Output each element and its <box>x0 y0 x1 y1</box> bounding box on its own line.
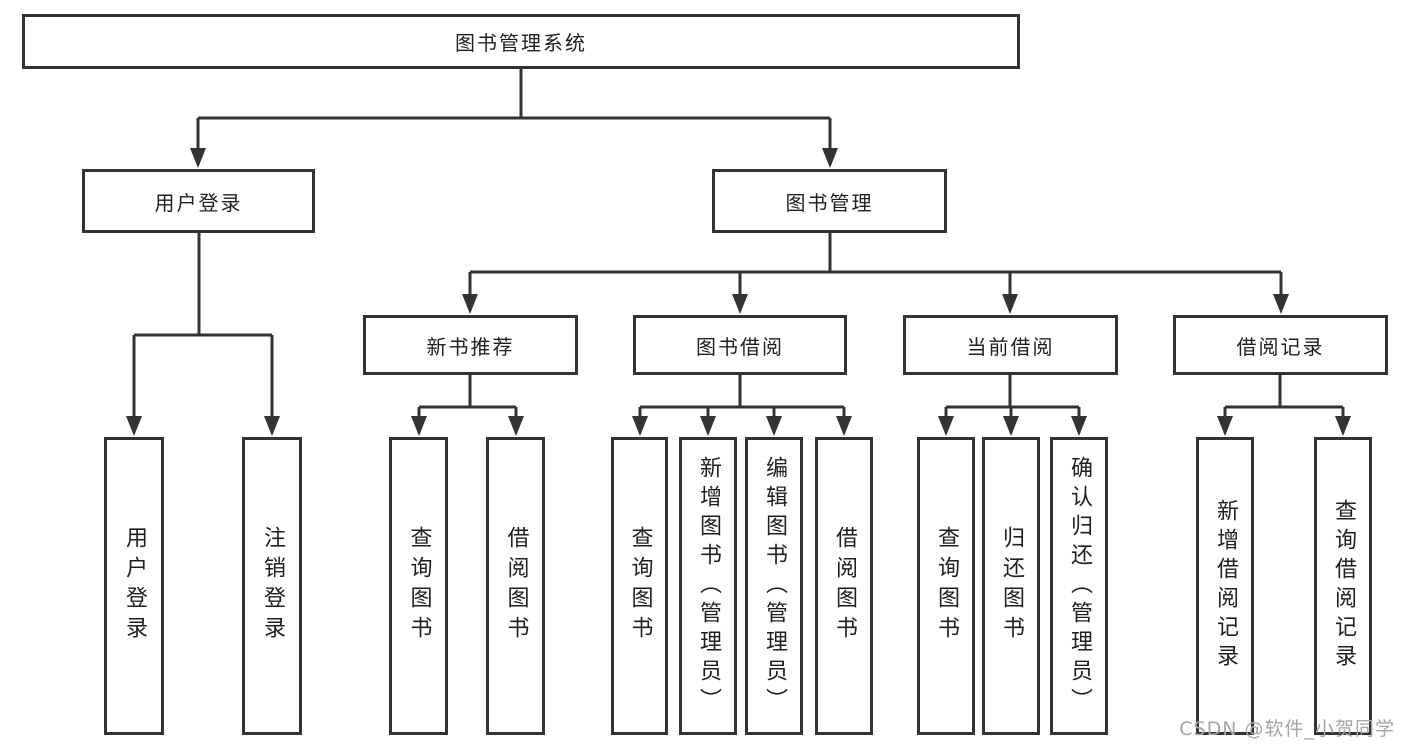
leaf-logout-label: 注销登录 <box>260 526 285 646</box>
leaf-br-query-record-label: 查询借阅记录 <box>1331 499 1356 673</box>
node-book-borrow: 图书借阅 <box>633 315 847 375</box>
leaf-logout: 注销登录 <box>242 437 302 735</box>
leaf-bb-borrow-books: 借阅图书 <box>815 437 873 735</box>
node-book-mgmt-label: 图书管理 <box>785 190 874 215</box>
connector-new-book-rec-rail <box>419 375 516 409</box>
leaf-bb-borrow-books-label: 借阅图书 <box>832 526 857 646</box>
leaf-br-add-record: 新增借阅记录 <box>1196 437 1254 735</box>
leaf-user-login-label: 用户登录 <box>122 526 147 646</box>
connector-book-mgmt-rail <box>470 233 1281 274</box>
node-new-book-rec-label: 新书推荐 <box>426 334 515 359</box>
leaf-user-login: 用户登录 <box>104 437 164 735</box>
watermark: CSDN @软件_小贺同学 <box>1179 718 1395 740</box>
leaf-cb-return-books-label: 归还图书 <box>999 526 1024 646</box>
node-book-borrow-label: 图书借阅 <box>696 334 784 359</box>
leaf-cb-query-books-label: 查询图书 <box>934 526 959 646</box>
leaf-rec-query-books-label: 查询图书 <box>406 526 432 646</box>
leaf-cb-query-books: 查询图书 <box>917 437 975 735</box>
connector-user-login-rail <box>134 233 272 337</box>
leaf-br-add-record-label: 新增借阅记录 <box>1213 499 1238 673</box>
leaf-bb-edit-books-admin-label: 编辑图书（管理员） <box>762 455 787 717</box>
node-root: 图书管理系统 <box>22 14 1020 69</box>
leaf-cb-confirm-return-admin-label: 确认归还（管理员） <box>1067 455 1092 717</box>
leaf-cb-return-books: 归还图书 <box>982 437 1040 735</box>
node-book-mgmt: 图书管理 <box>712 169 947 233</box>
connector-root-rail <box>198 69 830 120</box>
node-new-book-rec: 新书推荐 <box>363 315 578 375</box>
leaf-bb-add-books-admin: 新增图书（管理员） <box>679 437 737 735</box>
leaf-bb-edit-books-admin: 编辑图书（管理员） <box>745 437 803 735</box>
leaf-bb-add-books-admin-label: 新增图书（管理员） <box>696 455 721 717</box>
node-root-label: 图书管理系统 <box>455 31 587 55</box>
connector-borrow-record-rail <box>1225 375 1343 409</box>
node-current-borrow: 当前借阅 <box>903 315 1118 375</box>
leaf-rec-borrow-books-label: 借阅图书 <box>503 526 529 646</box>
leaf-cb-confirm-return-admin: 确认归还（管理员） <box>1050 437 1108 735</box>
connector-book-borrow-rail <box>640 375 844 409</box>
leaf-br-query-record: 查询借阅记录 <box>1314 437 1372 735</box>
leaf-rec-borrow-books: 借阅图书 <box>486 437 545 735</box>
node-borrow-record: 借阅记录 <box>1173 315 1388 375</box>
leaf-rec-query-books: 查询图书 <box>389 437 448 735</box>
node-user-login: 用户登录 <box>82 169 315 233</box>
node-current-borrow-label: 当前借阅 <box>966 334 1055 359</box>
connector-current-borrow-rail <box>946 375 1079 409</box>
node-borrow-record-label: 借阅记录 <box>1236 334 1325 359</box>
leaf-bb-query-books: 查询图书 <box>611 437 668 735</box>
leaf-bb-query-books-label: 查询图书 <box>627 526 653 646</box>
node-user-login-label: 用户登录 <box>154 190 243 215</box>
